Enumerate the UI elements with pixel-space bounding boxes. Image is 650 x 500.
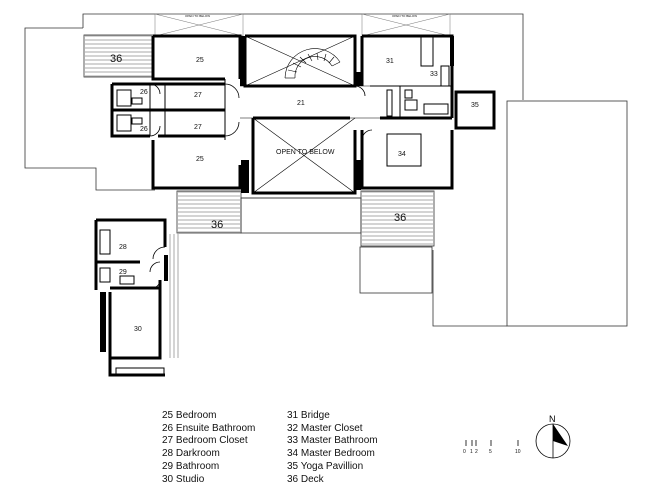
scale-bar xyxy=(465,440,519,446)
room-label-35: 35 xyxy=(471,102,479,109)
legend-item: 35 Yoga Pavillion xyxy=(287,460,364,472)
scale-labels: 0 1 2 5 10 xyxy=(463,449,521,455)
north-label: N xyxy=(549,414,556,424)
roof-outlines xyxy=(24,13,628,327)
legend-item: 32 Master Closet xyxy=(287,422,363,434)
room-label-36-center: 36 xyxy=(211,219,223,231)
room-label-36-right: 36 xyxy=(394,212,406,224)
legend-item: 30 Studio xyxy=(162,473,205,485)
room-labels: 25 25 26 26 27 27 21 31 33 34 35 28 29 3… xyxy=(110,14,479,333)
legend-item: 26 Ensuite Bathroom xyxy=(162,422,256,434)
legend-item: 29 Bathroom xyxy=(162,460,220,472)
deck-strip-studio xyxy=(169,234,179,358)
room-label-21: 21 xyxy=(297,100,305,107)
legend-item: 31 Bridge xyxy=(287,410,330,421)
spiral-stair xyxy=(244,35,356,87)
solid-walls xyxy=(100,36,454,352)
room-label-28: 28 xyxy=(119,244,127,251)
scale-tick-10: 10 xyxy=(515,449,521,455)
room-label-26-bottom: 26 xyxy=(140,126,148,133)
skylight-label-right: OPEN TO BELOW xyxy=(392,14,417,18)
deck-36-center xyxy=(178,191,240,233)
open-to-below-label: OPEN TO BELOW xyxy=(276,149,335,156)
room-label-31: 31 xyxy=(386,58,394,65)
legend-item: 27 Bedroom Closet xyxy=(162,435,248,447)
legend-item: 33 Master Bathroom xyxy=(287,435,378,447)
room-label-25-top: 25 xyxy=(196,57,204,64)
legend-item: 28 Darkroom xyxy=(162,448,220,460)
deck-hatching xyxy=(85,35,433,358)
room-label-30: 30 xyxy=(134,326,142,333)
room-label-33: 33 xyxy=(430,71,438,78)
legend-item: 25 Bedroom xyxy=(162,410,217,421)
deck-36-topleft xyxy=(85,35,152,77)
room-label-27-top: 27 xyxy=(194,92,202,99)
scale-tick-5: 5 xyxy=(489,449,492,455)
room-label-36-topleft: 36 xyxy=(110,53,122,65)
skylight-label-left: OPEN TO BELOW xyxy=(185,14,210,18)
legend-item: 36 Deck xyxy=(287,473,324,485)
legend-item: 34 Master Bedroom xyxy=(287,448,375,460)
north-arrow-icon: N xyxy=(535,414,571,459)
room-label-26-top: 26 xyxy=(140,89,148,96)
interior-walls xyxy=(99,35,452,375)
bridge xyxy=(240,85,380,194)
door-swings xyxy=(149,83,373,289)
room-label-25-bottom: 25 xyxy=(196,156,204,163)
scale-tick-2: 2 xyxy=(475,449,478,455)
room-label-34: 34 xyxy=(398,151,406,158)
room-label-29: 29 xyxy=(119,269,127,276)
legend-column-2: 31 Bridge 32 Master Closet 33 Master Bat… xyxy=(287,410,378,486)
scale-tick-1: 1 xyxy=(470,449,473,455)
deck-36-right xyxy=(362,191,433,245)
room-label-27-bottom: 27 xyxy=(194,124,202,131)
legend-column-1: 25 Bedroom 26 Ensuite Bathroom 27 Bedroo… xyxy=(162,410,255,486)
scale-tick-0: 0 xyxy=(463,449,466,455)
